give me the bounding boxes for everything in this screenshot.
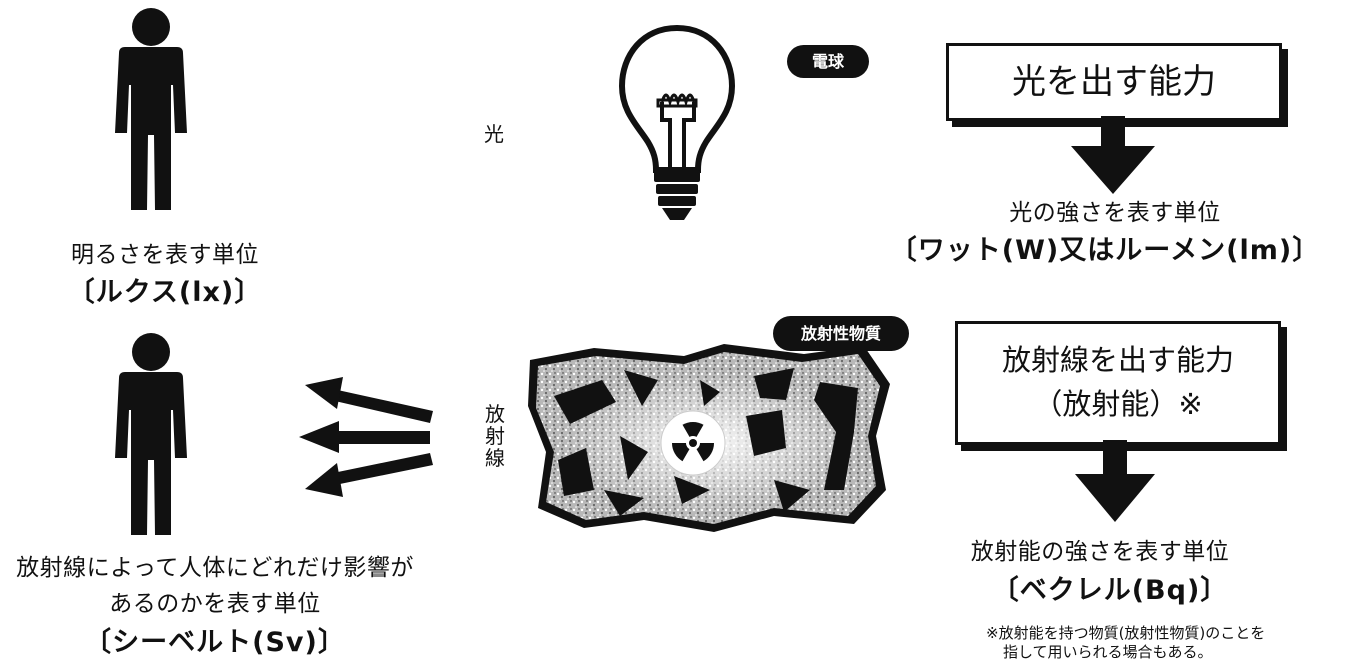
radiation-intensity-unit: 〔ベクレル(Bq)〕 <box>991 575 1229 606</box>
radiation-side-char-1: 放 <box>485 402 505 426</box>
brightness-unit: 〔ルクス(lx)〕 <box>67 277 263 308</box>
brightness-caption: 明るさを表す単位 <box>71 242 259 268</box>
effect-caption-line2: あるのかを表す単位 <box>109 591 321 617</box>
person-icon-top <box>115 8 187 210</box>
light-intensity-unit: 〔ワット(W)又はルーメン(lm)〕 <box>889 235 1321 266</box>
arrow-icon-radiation-down <box>1075 440 1155 522</box>
radiation-side-char-2: 射 <box>485 424 505 448</box>
radiation-side-label: 放 射 線 <box>483 403 507 469</box>
footnote-line1: ※放射能を持つ物質(放射性物質)のことを <box>986 624 1266 642</box>
light-intensity-caption: 光の強さを表す単位 <box>1009 200 1221 226</box>
material-tag: 放射性物質 <box>773 316 909 351</box>
radiation-ability-box: 放射線を出す能力 （放射能）※ <box>955 321 1281 445</box>
radiation-arrows <box>299 377 433 497</box>
light-ability-text: 光を出す能力 <box>1012 62 1216 102</box>
radiation-intensity-caption: 放射能の強さを表す単位 <box>970 539 1230 565</box>
effect-caption-line1: 放射線によって人体にどれだけ影響が <box>16 555 414 581</box>
arrow-icon-light-down <box>1071 116 1155 194</box>
radiation-ability-line1: 放射線を出す能力 <box>1001 343 1234 377</box>
light-side-label: 光 <box>484 122 504 146</box>
arrow-icon-upper <box>305 377 433 423</box>
person-icon-bottom <box>115 333 187 535</box>
arrow-icon-middle <box>299 421 430 453</box>
light-ability-box: 光を出す能力 <box>946 43 1282 121</box>
radiation-symbol-icon <box>660 410 726 476</box>
radiation-side-char-3: 線 <box>485 446 505 470</box>
arrow-icon-lower <box>305 453 433 497</box>
footnote-line2: 指して用いられる場合もある。 <box>1003 643 1213 661</box>
radioactive-material-icon <box>528 344 890 532</box>
radiation-ability-line2: （放射能）※ <box>1033 387 1203 421</box>
light-bulb-icon <box>618 24 736 220</box>
bulb-tag: 電球 <box>787 45 869 78</box>
effect-unit: 〔シーベルト(Sv)〕 <box>84 627 346 658</box>
